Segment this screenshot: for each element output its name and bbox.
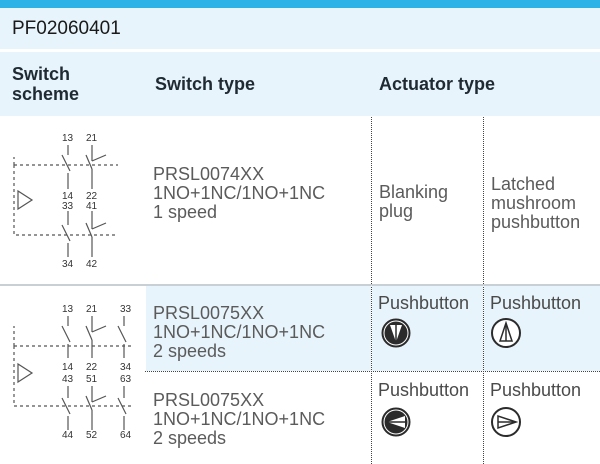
terminal-label: 21 — [86, 304, 98, 315]
terminal-label: 34 — [120, 362, 132, 373]
terminal-label: 42 — [86, 259, 98, 270]
speeds-text: 2 speeds — [153, 341, 227, 361]
actuator-text-line2: plug — [379, 201, 414, 221]
grid-hline-inner — [145, 371, 600, 372]
header-actuator-type-label: Actuator type — [379, 74, 496, 94]
terminal-label: 44 — [62, 430, 74, 441]
header-switch-scheme-line1: Switch — [12, 64, 71, 84]
actuator-cell-row2-a: Pushbutton — [372, 286, 483, 371]
terminal-label: 43 — [62, 374, 74, 385]
terminal-label: 63 — [120, 374, 132, 385]
terminal-label: 64 — [120, 430, 132, 441]
switch-scheme-diagram-2: 13 21 33 14 22 34 43 51 63 44 52 64 — [13, 304, 132, 441]
model-text: PRSL0075XX — [153, 390, 265, 410]
actuator-label: Pushbutton — [490, 293, 582, 313]
header-switch-type: Switch type — [145, 52, 371, 116]
terminal-label: 41 — [86, 201, 98, 212]
grid-vline-2 — [483, 117, 484, 464]
terminal-label: 13 — [62, 133, 74, 144]
top-accent-stripe — [0, 0, 600, 8]
actuator-text-line1: Latched — [491, 174, 556, 194]
actuator-cell-row3-a: Pushbutton — [372, 372, 483, 464]
contacts-text: 1NO+1NC/1NO+1NC — [153, 322, 326, 342]
terminal-label: 33 — [120, 304, 132, 315]
actuator-text-line2: mushroom — [491, 193, 577, 213]
switch-type-cell-row1: PRSL0074XX 1NO+1NC/1NO+1NC 1 speed — [145, 117, 371, 284]
arrow-down-icon — [381, 318, 411, 348]
product-code-bar: PF02060401 — [0, 8, 600, 49]
arrow-up-icon — [491, 318, 521, 348]
arrow-right-icon — [491, 407, 521, 437]
terminal-label: 13 — [62, 304, 74, 315]
header-switch-scheme: Switch scheme — [0, 52, 145, 116]
terminal-label: 33 — [62, 201, 74, 212]
terminal-label: 21 — [86, 133, 98, 144]
actuator-text-line1: Blanking — [379, 182, 449, 202]
arrow-left-icon — [381, 407, 411, 437]
actuator-label: Pushbutton — [378, 380, 470, 400]
row-separator — [0, 284, 600, 286]
speeds-text: 1 speed — [153, 202, 218, 222]
switch-scheme-diagram-1: 13 21 14 22 33 41 34 42 — [13, 133, 118, 270]
actuator-label: Pushbutton — [378, 293, 470, 313]
terminal-label: 51 — [86, 374, 98, 385]
actuator-cell-row3-b: Pushbutton — [484, 372, 600, 464]
actuator-text-line3: pushbutton — [491, 212, 581, 232]
model-text: PRSL0074XX — [153, 164, 265, 184]
header-switch-type-label: Switch type — [155, 74, 256, 94]
product-code: PF02060401 — [12, 17, 121, 39]
terminal-label: 34 — [62, 259, 74, 270]
terminal-label: 14 — [62, 191, 74, 202]
terminal-label: 52 — [86, 430, 98, 441]
speeds-text: 2 speeds — [153, 428, 227, 448]
header-actuator-type: Actuator type — [371, 52, 600, 116]
model-text: PRSL0075XX — [153, 303, 265, 323]
contacts-text: 1NO+1NC/1NO+1NC — [153, 409, 326, 429]
switch-type-cell-row3: PRSL0075XX 1NO+1NC/1NO+1NC 2 speeds — [145, 372, 371, 464]
grid-vline-1 — [371, 117, 372, 464]
terminal-label: 14 — [62, 362, 74, 373]
actuator-cell-row1-b: Latched mushroom pushbutton — [483, 117, 600, 284]
actuator-cell-row1-a: Blanking plug — [371, 117, 483, 284]
terminal-label: 22 — [86, 191, 98, 202]
actuator-cell-row2-b: Pushbutton — [484, 286, 600, 371]
terminal-label: 22 — [86, 362, 98, 373]
contacts-text: 1NO+1NC/1NO+1NC — [153, 183, 326, 203]
header-switch-scheme-line2: scheme — [12, 84, 80, 104]
switch-type-cell-row2: PRSL0075XX 1NO+1NC/1NO+1NC 2 speeds — [146, 286, 371, 371]
actuator-label: Pushbutton — [490, 380, 582, 400]
